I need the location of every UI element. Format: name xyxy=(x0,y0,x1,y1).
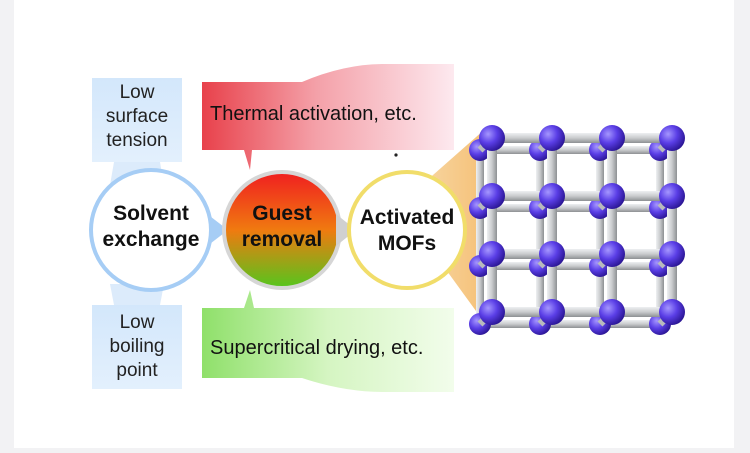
top-left-label-line3: tension xyxy=(106,130,167,151)
lattice-node-front xyxy=(659,241,685,267)
lattice-rod-back-h xyxy=(480,262,660,270)
figure-panel: Solvent exchange Guest removal Activated… xyxy=(14,0,734,448)
bottom-left-label-box xyxy=(92,305,182,389)
top-banner-shape xyxy=(202,64,454,170)
lattice-node-front xyxy=(539,241,565,267)
lattice-node-front xyxy=(479,183,505,209)
activated-mofs-line1: Activated xyxy=(360,206,455,229)
mof-activation-diagram: Solvent exchange Guest removal Activated… xyxy=(89,64,685,392)
lattice-rod-front-h xyxy=(492,133,672,143)
activated-mofs-line2: MOFs xyxy=(378,232,436,255)
top-banner-text: Thermal activation, etc. xyxy=(210,103,417,125)
top-left-label-line1: Low xyxy=(120,82,155,103)
lattice-node-front xyxy=(539,299,565,325)
center-arrow xyxy=(336,214,356,246)
lattice-node-front xyxy=(479,241,505,267)
guest-removal-line1: Guest xyxy=(252,202,312,225)
guest-removal-line2: removal xyxy=(242,228,323,251)
solvent-exchange-line1: Solvent xyxy=(113,202,189,225)
lattice-node-front xyxy=(539,183,565,209)
lattice-node-front xyxy=(479,299,505,325)
bottom-left-label-line3: point xyxy=(116,360,158,381)
lattice-node-front xyxy=(599,299,625,325)
bottom-left-label-line2: boiling xyxy=(110,336,165,357)
lattice-node-front xyxy=(539,125,565,151)
lattice-rod-front-h xyxy=(492,249,672,259)
lattice-rod-back-v xyxy=(476,150,484,324)
mof-lattice xyxy=(469,125,685,335)
lattice-rod-front-h xyxy=(492,191,672,201)
lattice-node-front xyxy=(479,125,505,151)
lattice-rod-back-h xyxy=(480,320,660,328)
lattice-rod-back-h xyxy=(480,146,660,154)
solvent-exchange-circle xyxy=(89,168,213,292)
lattice-rod-back-v xyxy=(596,150,604,324)
lattice-rod-front-h xyxy=(492,307,672,317)
lattice-rod-front-v xyxy=(547,138,557,312)
bottom-banner-shape xyxy=(202,290,454,392)
lattice-node-front xyxy=(659,183,685,209)
activated-mofs-circle xyxy=(347,170,467,290)
lattice-node-front xyxy=(599,183,625,209)
bottom-banner-text: Supercritical drying, etc. xyxy=(210,337,423,359)
stray-dot xyxy=(394,153,398,157)
lattice-node-front xyxy=(659,125,685,151)
top-left-label-box xyxy=(92,78,182,162)
lattice-rod-front-v xyxy=(487,138,497,312)
bottom-left-label-line1: Low xyxy=(120,312,155,333)
lattice-rod-back-h xyxy=(480,204,660,212)
lattice-node-front xyxy=(659,299,685,325)
lattice-node-front xyxy=(599,125,625,151)
lattice-node-front xyxy=(599,241,625,267)
lattice-rod-front-v xyxy=(607,138,617,312)
lattice-rod-front-v xyxy=(667,138,677,312)
lattice-rod-back-v xyxy=(536,150,544,324)
top-left-label-line2: surface xyxy=(106,106,168,127)
solvent-exchange-line2: exchange xyxy=(103,228,200,251)
lattice-rod-back-v xyxy=(656,150,664,324)
